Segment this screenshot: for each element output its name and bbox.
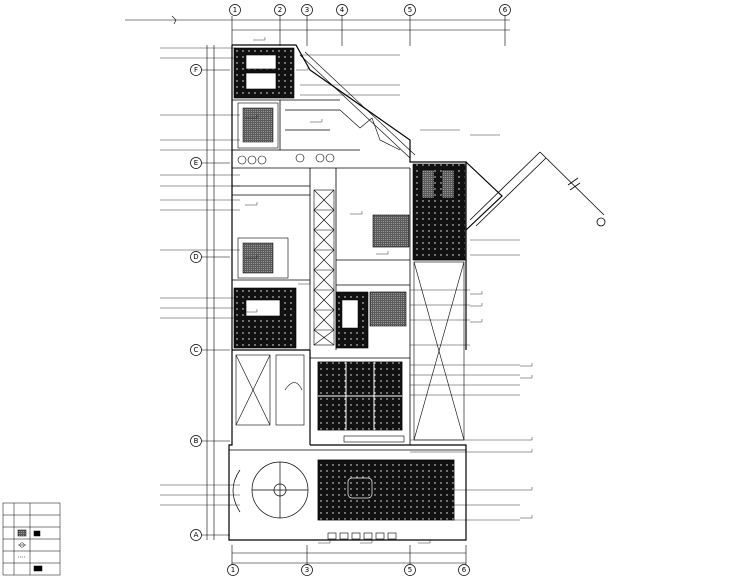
bottom-axis-bubbles: 1 3 5 6 [227,564,470,576]
grid-bubble-top-5: 5 [404,4,416,16]
grid-bubble-bottom-1: 1 [227,564,239,576]
grid-bubble-bottom-5: 5 [404,564,416,576]
grid-bubble-top-2: 2 [274,4,286,16]
svg-text:6: 6 [462,566,467,574]
grid-bubble-top-6: 6 [499,4,511,16]
svg-text:3: 3 [305,566,309,574]
grid-bubble-left-F: F [190,64,202,76]
svg-text:2: 2 [278,6,282,14]
svg-text:1: 1 [233,6,237,14]
bottom-furniture [327,435,405,540]
building-outline [228,44,503,541]
svg-text:5: 5 [408,6,412,14]
grid-bubble-bottom-6: 6 [458,564,470,576]
elevation-markers [245,37,533,544]
svg-text:3: 3 [305,6,309,14]
grid-bubble-left-D: D [190,251,202,263]
left-axis-bubbles: F E D C B A [190,64,202,541]
top-dimension-lines [125,15,510,46]
grid-bubble-left-C: C [190,344,202,356]
void-area [413,261,465,441]
grid-bubble-left-E: E [190,157,202,169]
svg-text:A: A [194,531,199,539]
svg-text:B: B [194,437,199,445]
svg-text:E: E [194,159,198,167]
svg-text:5: 5 [408,566,412,574]
stair-area [235,354,305,426]
interior-walls [229,99,466,451]
ceiling-blocks [233,47,466,521]
leader-lines-left [160,47,240,506]
svg-text:6: 6 [503,6,508,14]
fixtures-row [237,153,335,165]
legend-table [2,502,61,576]
grid-bubble-left-A: A [190,529,202,541]
top-axis-bubbles: 1 2 3 4 5 6 [229,4,511,16]
grid-bubble-top-4: 4 [336,4,348,16]
svg-text:1: 1 [231,566,235,574]
bottom-dimension-lines [231,545,467,566]
spiral-stair [232,461,309,519]
grid-bubble-top-3: 3 [301,4,313,16]
svg-text:D: D [193,253,198,261]
balcony-extension [469,151,606,227]
grid-bubble-bottom-3: 3 [301,564,313,576]
grid-bubble-left-B: B [190,435,202,447]
grid-bubble-top-1: 1 [229,4,241,16]
svg-text:C: C [194,346,199,354]
svg-text:4: 4 [340,6,345,14]
leader-lines-right [300,54,520,521]
left-dimension-lines [200,45,230,540]
svg-text:F: F [194,66,198,74]
diagonal-wall [299,51,416,159]
